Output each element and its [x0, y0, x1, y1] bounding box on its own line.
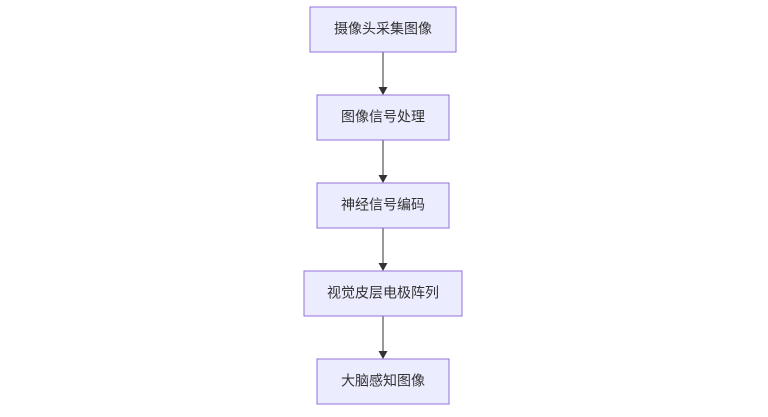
node-n1: 摄像头采集图像	[309, 6, 457, 53]
node-box-n5	[316, 358, 450, 405]
arrow-head-icon	[378, 263, 388, 271]
edge-n4-n5	[378, 316, 388, 359]
node-label-n1: 摄像头采集图像	[334, 21, 432, 38]
node-box-n1	[309, 6, 457, 53]
node-label-n3: 神经信号编码	[341, 198, 425, 214]
node-label-n4: 视觉皮层电极阵列	[327, 286, 439, 302]
arrow-head-icon	[378, 87, 388, 95]
edge-n2-n3	[378, 140, 388, 183]
edge-n1-n2	[378, 52, 388, 95]
arrow-head-icon	[378, 175, 388, 183]
node-n2: 图像信号处理	[316, 94, 450, 141]
node-box-n2	[316, 94, 450, 141]
edges-group	[378, 52, 388, 359]
node-n4: 视觉皮层电极阵列	[303, 270, 463, 317]
node-label-n2: 图像信号处理	[341, 110, 425, 126]
node-box-n4	[303, 270, 463, 317]
node-box-n3	[316, 182, 450, 229]
node-n3: 神经信号编码	[316, 182, 450, 229]
node-n5: 大脑感知图像	[316, 358, 450, 405]
arrow-head-icon	[378, 351, 388, 359]
node-label-n5: 大脑感知图像	[341, 373, 425, 390]
edge-n3-n4	[378, 228, 388, 271]
